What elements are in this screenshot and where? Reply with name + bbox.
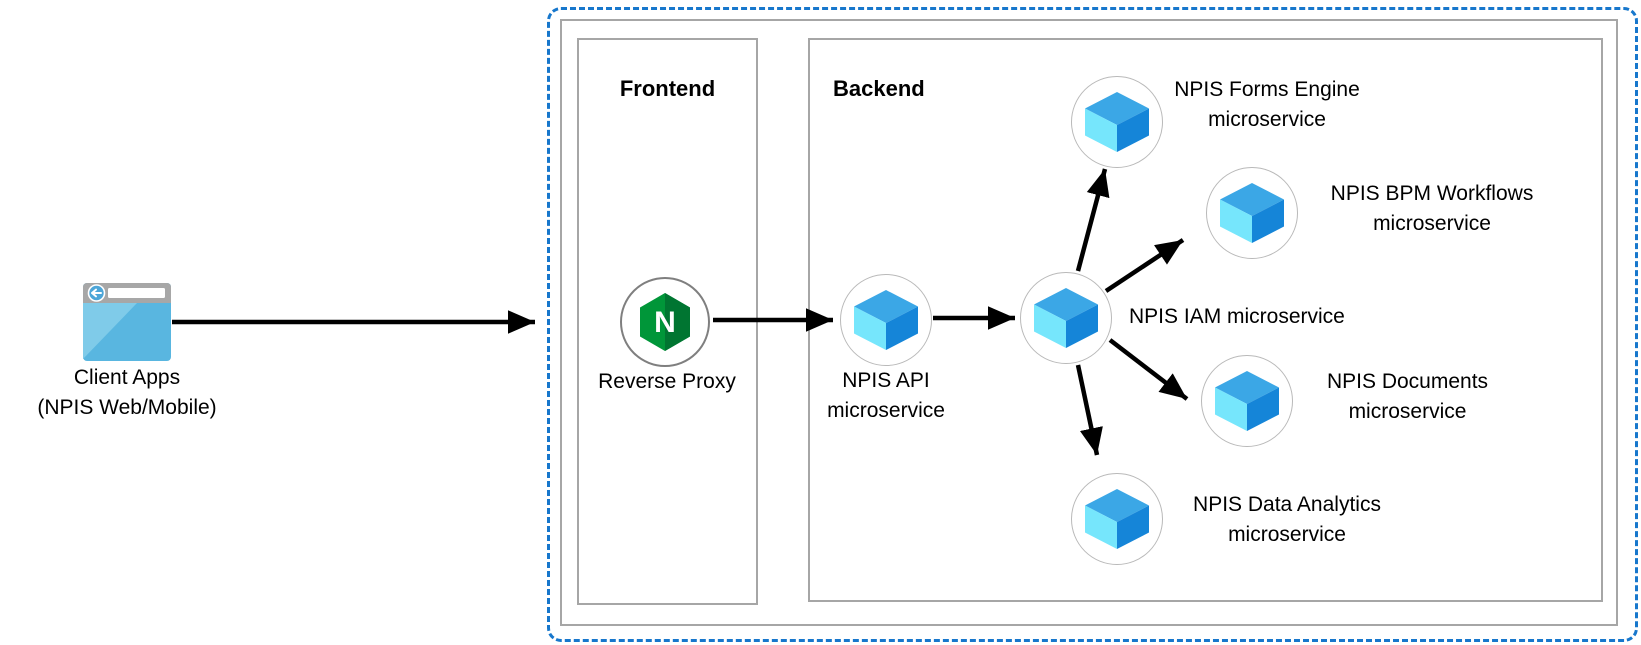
cube-icon (1034, 288, 1098, 348)
frontend-title: Frontend (619, 76, 716, 101)
backend-title: Backend (833, 76, 925, 101)
api-microservice-node (840, 274, 932, 366)
client-apps-label-line2: (NPIS Web/Mobile) (37, 396, 217, 419)
nginx-icon: N (640, 293, 690, 351)
cube-icon (1220, 183, 1284, 243)
iam-microservice-label: NPIS IAM microservice (1129, 305, 1345, 328)
analytics-microservice-label: NPIS Data Analytics microservice (1193, 493, 1381, 546)
iam-microservice-node (1020, 272, 1112, 364)
analytics-microservice-node (1071, 473, 1163, 565)
cube-icon (1085, 489, 1149, 549)
solution-boundary (547, 7, 1638, 642)
reverse-proxy-label: Reverse Proxy (598, 370, 736, 393)
api-microservice-label: NPIS API microservice (827, 369, 945, 422)
client-apps-node (83, 283, 171, 361)
reverse-proxy-node: N (620, 277, 710, 367)
cube-icon (1085, 92, 1149, 152)
cube-icon (854, 290, 918, 350)
bpm-microservice-label: NPIS BPM Workflows microservice (1330, 182, 1534, 235)
forms-microservice-node (1071, 76, 1163, 168)
client-apps-label: Client Apps (NPIS Web/Mobile) (7, 363, 247, 423)
bpm-microservice-node (1206, 167, 1298, 259)
client-apps-label-line1: Client Apps (73, 366, 181, 389)
cube-icon (1215, 371, 1279, 431)
documents-microservice-node (1201, 355, 1293, 447)
nginx-letter: N (654, 306, 676, 339)
forms-microservice-label: NPIS Forms Engine microservice (1174, 78, 1360, 131)
documents-microservice-label: NPIS Documents microservice (1326, 370, 1489, 423)
browser-icon (83, 283, 171, 361)
